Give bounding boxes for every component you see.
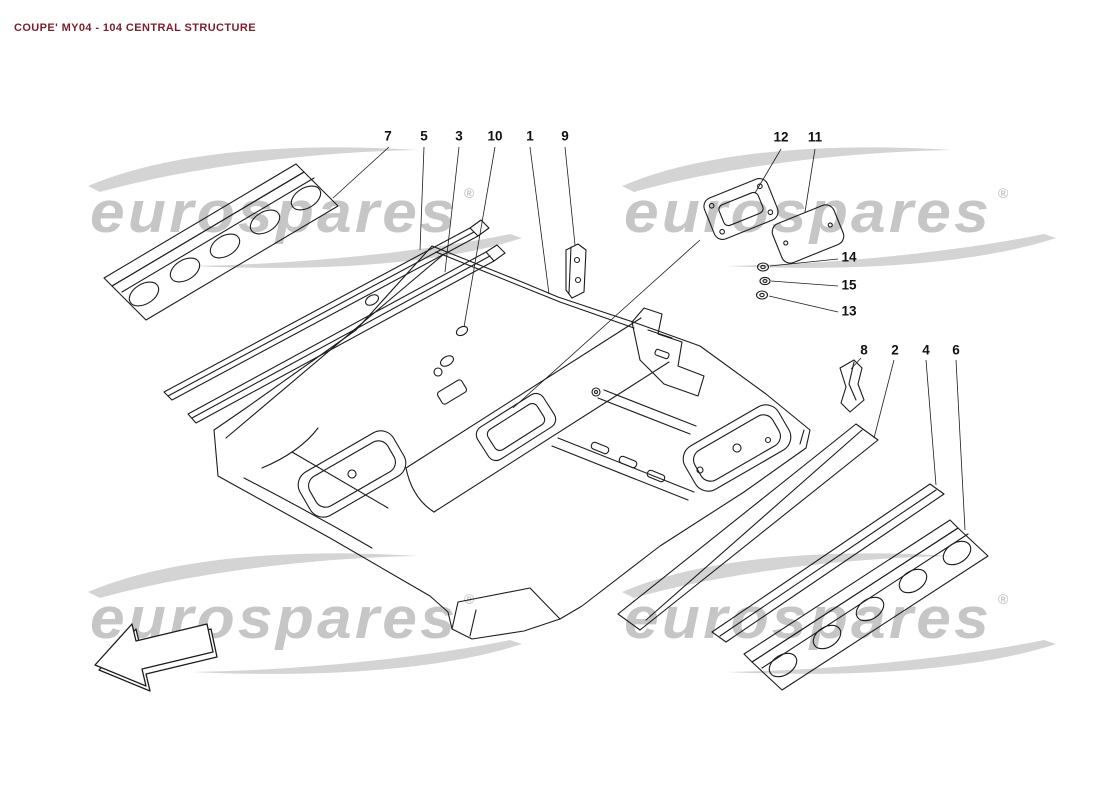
- part-callout-4: 4: [922, 342, 930, 358]
- transmission-tunnel: [405, 317, 670, 513]
- seat-pan-right: [682, 404, 792, 492]
- cover-plate-part11: [771, 204, 845, 264]
- nut-part15: [759, 276, 771, 286]
- gasket-part12: [703, 178, 779, 240]
- part-callout-12: 12: [773, 129, 789, 145]
- eurospares-watermark: [622, 553, 1056, 674]
- floor-pan: [213, 245, 811, 640]
- direction-arrow-icon: [94, 623, 218, 692]
- part-callout-11: 11: [807, 129, 823, 145]
- central-structure-drawing: [103, 163, 989, 691]
- part-callout-15: 15: [841, 277, 857, 293]
- part-callout-2: 2: [891, 342, 899, 358]
- leader-lines: [332, 146, 966, 531]
- right-lower-rail: [711, 483, 945, 643]
- seat-pan-left: [297, 430, 407, 518]
- part-callout-3: 3: [455, 128, 463, 144]
- part-callout-8: 8: [860, 342, 868, 358]
- part-callout-13: 13: [841, 303, 857, 319]
- right-sill-panel: [743, 519, 989, 691]
- left-sill-panel: [103, 163, 339, 321]
- left-upper-rail: [163, 219, 490, 401]
- washer-part14: [756, 262, 770, 272]
- bracket-part9: [565, 243, 587, 299]
- washer-part13: [755, 290, 769, 300]
- rear-bulkhead: [631, 307, 705, 397]
- part-callout-5: 5: [420, 128, 428, 144]
- part-callout-14: 14: [841, 249, 857, 265]
- part-callout-7: 7: [384, 128, 392, 144]
- left-lower-rail: [187, 244, 506, 424]
- part-callout-1: 1: [526, 128, 534, 144]
- part-callout-9: 9: [561, 128, 569, 144]
- part-callout-6: 6: [952, 342, 960, 358]
- diagram-title: COUPE' MY04 - 104 CENTRAL STRUCTURE: [14, 22, 256, 34]
- right-upper-rail: [617, 423, 879, 631]
- part-callout-10: 10: [487, 128, 503, 144]
- eurospares-watermark: [622, 147, 1056, 268]
